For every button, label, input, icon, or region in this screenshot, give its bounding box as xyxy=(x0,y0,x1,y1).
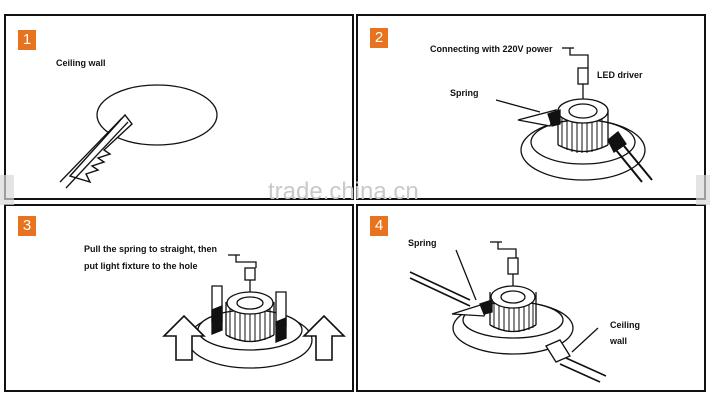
led-downlight-icon xyxy=(187,291,313,369)
saw-icon xyxy=(59,113,133,189)
up-arrow-icon xyxy=(302,314,346,361)
step-number-badge: 2 xyxy=(370,28,388,48)
instruction-line-2: put light fixture to the hole xyxy=(84,261,198,271)
led-downlight-icon xyxy=(520,98,646,181)
up-arrow-icon xyxy=(162,314,206,361)
watermark: trade.china.cn xyxy=(268,178,419,205)
driver-box-icon xyxy=(577,67,589,85)
spring-straight-right xyxy=(275,291,287,343)
led-driver-label: LED driver xyxy=(597,70,643,80)
power-label: Connecting with 220V power xyxy=(430,44,553,54)
spring-clip-left xyxy=(451,249,493,317)
watermark-blur-right xyxy=(696,175,710,205)
step-number-badge: 3 xyxy=(18,216,36,236)
ceiling-label: Ceiling xyxy=(610,320,641,330)
watermark-blur-left xyxy=(0,175,14,205)
spring-clip-left xyxy=(495,99,561,127)
step-2-panel xyxy=(356,14,706,200)
step-number-badge: 4 xyxy=(370,216,388,236)
driver-wire xyxy=(569,48,589,99)
ceiling-line xyxy=(409,271,471,301)
ceiling-wall-label: Ceiling wall xyxy=(56,58,106,68)
spring-clip-right xyxy=(545,327,599,363)
step-3-panel xyxy=(4,204,354,392)
wall-label: wall xyxy=(610,336,628,346)
spring-clip-right xyxy=(607,131,653,183)
spring-straight-left xyxy=(211,285,223,335)
spring-label: Spring xyxy=(450,88,479,98)
step-number-badge: 1 xyxy=(18,30,36,50)
spring-label: Spring xyxy=(408,238,437,248)
ceiling-hole xyxy=(96,84,218,146)
instruction-line-1: Pull the spring to straight, then xyxy=(84,244,218,254)
step-1-panel xyxy=(4,14,354,200)
driver-box-icon xyxy=(507,257,519,275)
driver-box-icon xyxy=(244,267,256,281)
